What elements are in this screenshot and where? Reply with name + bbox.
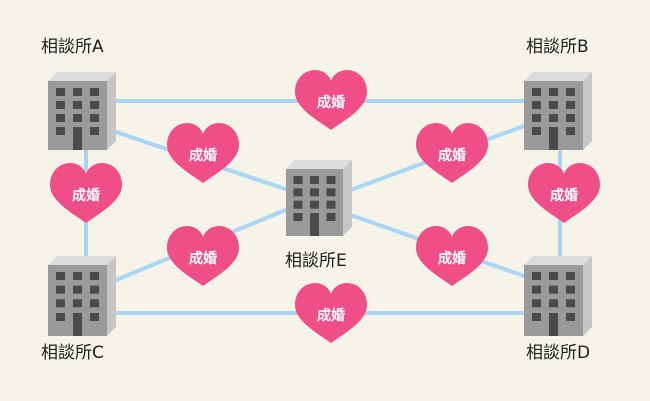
heart-label-a-e: 成婚	[189, 147, 217, 164]
building-e-icon	[286, 160, 352, 236]
office-label-c: 相談所C	[41, 343, 104, 363]
office-label-a: 相談所A	[41, 37, 104, 57]
heart-label-b-e: 成婚	[438, 147, 466, 164]
buildings	[48, 72, 592, 336]
office-label-e: 相談所E	[285, 251, 347, 271]
heart-b-e-icon: 成婚	[416, 123, 488, 183]
building-c-icon	[48, 256, 116, 336]
marriage-hearts: 成婚成婚成婚成婚成婚成婚成婚成婚	[50, 70, 600, 343]
heart-c-d-icon: 成婚	[295, 283, 367, 343]
heart-b-d-icon: 成婚	[528, 163, 600, 223]
heart-label-c-d: 成婚	[317, 307, 345, 324]
heart-a-b-icon: 成婚	[295, 70, 367, 130]
building-b-icon	[524, 72, 592, 150]
heart-e-d-icon: 成婚	[416, 226, 488, 286]
building-d-icon	[524, 256, 592, 336]
heart-a-c-icon: 成婚	[50, 163, 122, 223]
heart-c-e-icon: 成婚	[167, 226, 239, 286]
building-a-icon	[48, 72, 116, 150]
heart-label-a-b: 成婚	[317, 94, 345, 111]
heart-label-e-d: 成婚	[438, 250, 466, 267]
heart-label-c-e: 成婚	[189, 250, 217, 267]
heart-a-e-icon: 成婚	[167, 123, 239, 183]
office-label-b: 相談所B	[526, 37, 589, 57]
heart-label-a-c: 成婚	[72, 187, 100, 204]
office-label-d: 相談所D	[526, 343, 591, 363]
heart-label-b-d: 成婚	[550, 187, 578, 204]
